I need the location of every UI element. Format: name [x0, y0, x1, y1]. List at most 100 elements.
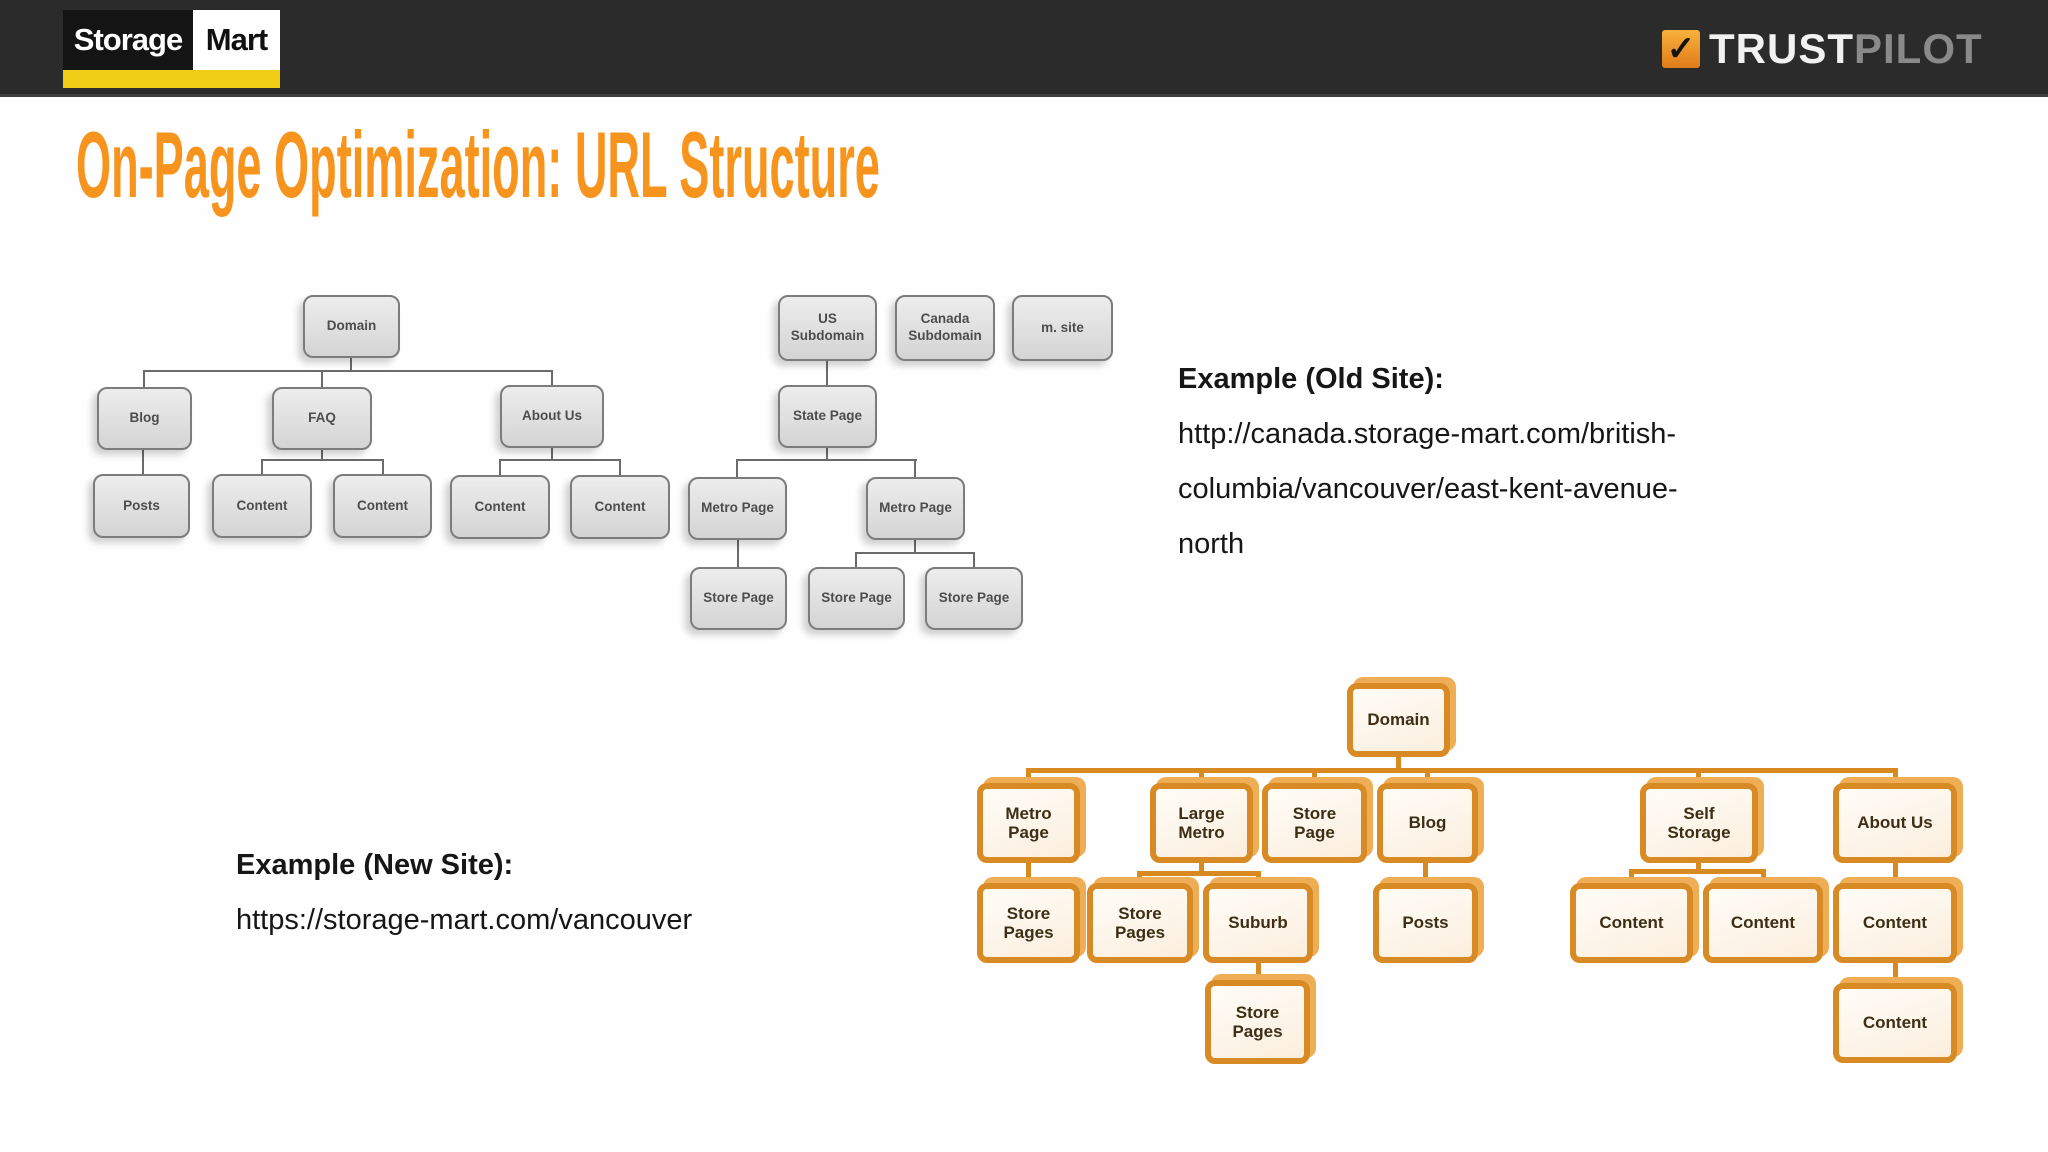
connector-line: [736, 459, 917, 461]
node-self-storage: Self Storage: [1640, 783, 1758, 863]
example-old-url-line-2: columbia/vancouver/east-kent-avenue-: [1178, 473, 1678, 505]
connector-line: [1137, 874, 1142, 883]
connector-line: [1629, 869, 1766, 874]
storagemart-logo-mart: Mart: [193, 10, 280, 70]
connector-line: [1696, 772, 1701, 783]
node-metro-page: Metro Page: [977, 783, 1080, 863]
node-large-metro: Large Metro: [1150, 783, 1253, 863]
node-faq: FAQ: [272, 387, 372, 450]
connector-line: [1137, 871, 1261, 876]
storagemart-logo: Storage Mart: [63, 10, 280, 88]
header-bar: Storage Mart ✓ TRUST PILOT: [0, 0, 2048, 97]
connector-line: [736, 460, 738, 477]
example-old-url-line-3: north: [1178, 528, 1245, 560]
connector-line: [826, 447, 828, 460]
node-store-page: Store Page: [808, 567, 905, 630]
connector-line: [551, 447, 553, 460]
connector-line: [499, 460, 501, 475]
connector-line: [855, 553, 857, 567]
node-content: Content: [1833, 983, 1957, 1063]
page-title: On-Page Optimization: URL Structure: [76, 112, 880, 217]
connector-line: [350, 358, 352, 371]
connector-line: [1761, 872, 1766, 883]
connector-line: [143, 371, 145, 387]
node-store-pages: Store Pages: [1205, 980, 1310, 1064]
connector-line: [1425, 772, 1430, 783]
connector-line: [499, 459, 621, 461]
example-new-site: Example (New Site): https://storage-mart…: [236, 838, 692, 948]
example-new-label: Example (New Site):: [236, 849, 514, 881]
connector-line: [1199, 863, 1204, 873]
node-posts: Posts: [93, 474, 190, 538]
connector-line: [973, 553, 975, 567]
connector-line: [1893, 863, 1898, 883]
node-blog: Blog: [1377, 783, 1478, 863]
connector-line: [1256, 963, 1261, 980]
trustpilot-logo-trust: TRUST: [1709, 25, 1854, 72]
node-posts: Posts: [1373, 883, 1478, 963]
connector-line: [382, 460, 384, 474]
node-domain: Domain: [1347, 683, 1450, 757]
trustpilot-logo-pilot: PILOT: [1854, 25, 1983, 72]
connector-line: [1312, 772, 1317, 783]
trustpilot-logo: ✓ TRUST PILOT: [1662, 28, 1983, 70]
example-old-label: Example (Old Site):: [1178, 363, 1444, 395]
node-content: Content: [333, 474, 432, 538]
node-about-us: About Us: [500, 385, 604, 448]
node-metro-page: Metro Page: [866, 477, 965, 540]
node-store-pages: Store Pages: [1087, 883, 1193, 963]
connector-line: [1199, 772, 1204, 783]
connector-line: [551, 371, 553, 386]
node-store-page: Store Page: [690, 567, 787, 630]
node-suburb: Suburb: [1203, 883, 1313, 963]
connector-line: [1026, 863, 1031, 883]
connector-line: [1026, 772, 1031, 783]
node-content: Content: [1833, 883, 1957, 963]
connector-line: [914, 540, 916, 553]
node-m-site: m. site: [1012, 295, 1113, 361]
node-content: Content: [450, 475, 550, 539]
connector-line: [142, 450, 144, 474]
node-domain: Domain: [303, 295, 400, 358]
connector-line: [1696, 863, 1701, 871]
connector-line: [1629, 872, 1634, 883]
node-content: Content: [1570, 883, 1693, 963]
connector-line: [1423, 863, 1428, 883]
node-state-page: State Page: [778, 385, 877, 448]
connector-line: [1893, 772, 1898, 783]
connector-line: [143, 370, 553, 372]
storagemart-logo-text: Storage Mart: [63, 10, 280, 70]
node-store-page: Store Page: [1262, 783, 1367, 863]
example-old-site: Example (Old Site): http://canada.storag…: [1178, 352, 1678, 572]
node-content: Content: [570, 475, 670, 539]
connector-line: [855, 552, 975, 554]
connector-line: [321, 450, 323, 460]
node-us-subdomain: US Subdomain: [778, 295, 877, 361]
node-canada-subdomain: Canada Subdomain: [895, 295, 995, 361]
example-old-url-line-1: http://canada.storage-mart.com/british-: [1178, 418, 1677, 450]
node-metro-page: Metro Page: [688, 477, 787, 540]
node-store-pages: Store Pages: [977, 883, 1080, 963]
connector-line: [826, 358, 828, 385]
connector-line: [619, 460, 621, 475]
connector-line: [914, 460, 916, 477]
node-content: Content: [1703, 883, 1823, 963]
connector-line: [321, 371, 323, 387]
node-content: Content: [212, 474, 312, 538]
node-about-us: About Us: [1833, 783, 1957, 863]
storagemart-logo-storage: Storage: [63, 10, 193, 70]
connector-line: [1256, 874, 1261, 883]
storagemart-logo-yellow-bar: [63, 70, 280, 88]
node-blog: Blog: [97, 387, 192, 450]
connector-line: [1026, 768, 1898, 773]
connector-line: [261, 460, 263, 474]
connector-line: [737, 540, 739, 567]
trustpilot-check-icon: ✓: [1662, 30, 1700, 68]
connector-line: [261, 459, 384, 461]
connector-line: [1396, 757, 1401, 769]
node-store-page: Store Page: [925, 567, 1023, 630]
example-new-url-line-1: https://storage-mart.com/vancouver: [236, 904, 693, 936]
